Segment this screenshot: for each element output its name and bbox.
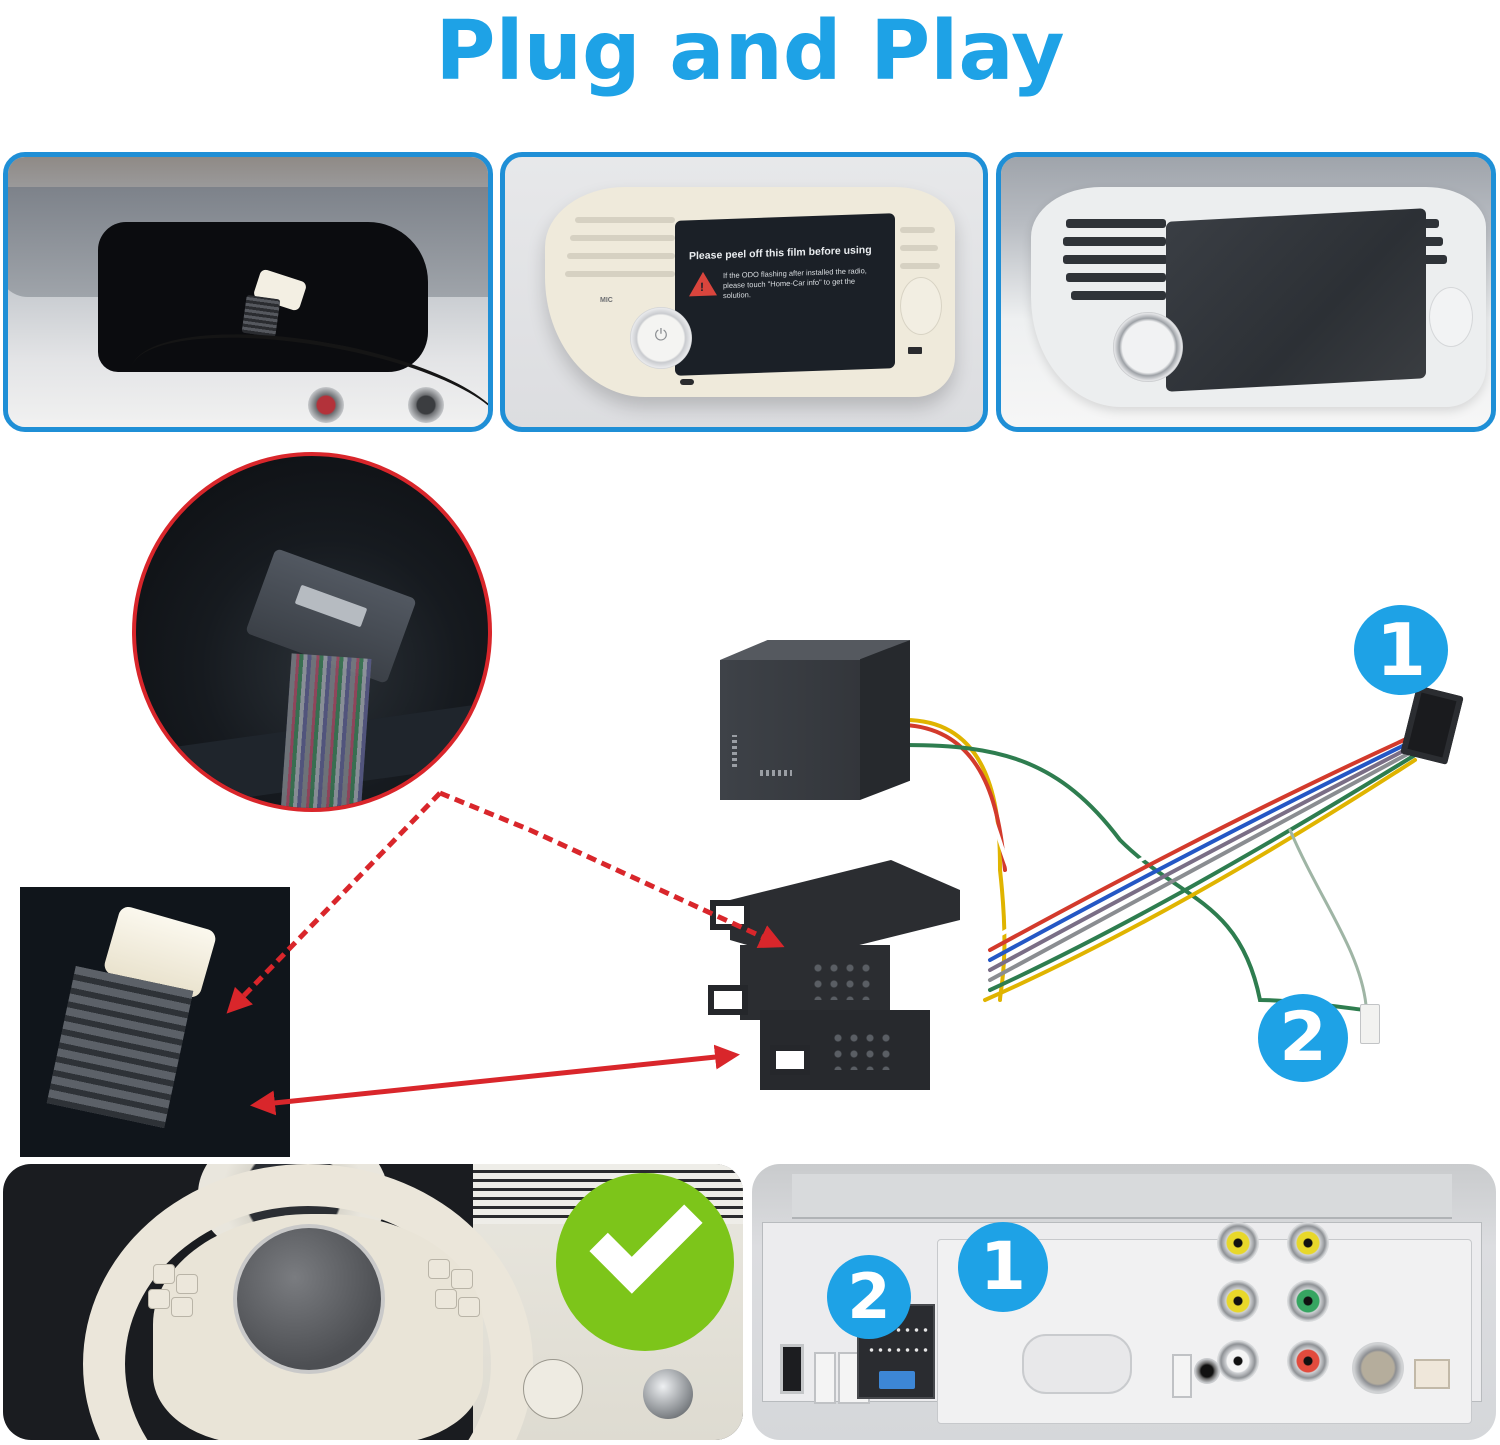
rca-yellow-jack [1287, 1222, 1329, 1264]
canbus-small-plug [1360, 1004, 1380, 1044]
vent-slat [567, 253, 675, 259]
photo-dash-empty-slot [3, 152, 493, 432]
usb-port [780, 1344, 804, 1394]
steering-button [428, 1259, 450, 1279]
head-unit-screen: Please peel off this film before using I… [675, 213, 895, 376]
box-vent-dots [760, 770, 792, 776]
iso-pins [830, 1030, 890, 1070]
box-top [720, 640, 910, 660]
rca-green-jack [1287, 1280, 1329, 1322]
airbag-cover [233, 1224, 385, 1374]
badge-number-1: 1 [1354, 605, 1448, 695]
blank-cover-plate [1022, 1334, 1132, 1394]
warning-triangle-icon [689, 271, 717, 297]
connector-closeup-box [20, 887, 290, 1157]
power-icon: ⏻ [654, 327, 668, 344]
mic-jack [1194, 1358, 1220, 1384]
box-front [720, 660, 860, 800]
check-icon [589, 1180, 703, 1294]
steering-button [176, 1274, 198, 1294]
vent-slat [575, 217, 675, 223]
usb-c-port [680, 379, 694, 385]
screen-film-notice: Please peel off this film before using [689, 243, 872, 263]
rca-yellow-jack [1217, 1222, 1259, 1264]
control-dpad [900, 277, 942, 335]
gear-shifter [643, 1369, 693, 1419]
vent-slat [1066, 273, 1166, 282]
iso-connector [700, 860, 1000, 1090]
aux-port [1172, 1354, 1192, 1398]
photo-head-unit-rear [752, 1164, 1496, 1440]
head-unit-plug-16pin [1400, 685, 1464, 765]
canbus-decoder-box [720, 640, 910, 800]
control-dpad [1429, 287, 1473, 347]
rca-white-jack [1217, 1340, 1259, 1382]
iso-pins [810, 960, 870, 1000]
steering-button [171, 1297, 193, 1317]
canbus-port-small [814, 1352, 836, 1404]
installed-screen [1166, 208, 1426, 392]
iso-latch [708, 985, 748, 1015]
factory-connector-body [241, 294, 281, 338]
box-side [860, 640, 910, 800]
box-vent-dots [732, 735, 737, 767]
fuse [879, 1371, 915, 1389]
badge-number-2: 2 [1258, 994, 1348, 1082]
antenna-port [1352, 1342, 1404, 1394]
steering-button [435, 1289, 457, 1309]
chassis-top [792, 1174, 1452, 1219]
vent-slat [565, 271, 675, 277]
mic-label: MIC [600, 297, 613, 304]
vent-slat [1411, 237, 1443, 246]
volume-knob [630, 307, 692, 369]
grey-connector-body [46, 966, 194, 1128]
steering-button [451, 1269, 473, 1289]
vent-slat [1066, 219, 1166, 228]
vent-slat [900, 263, 940, 269]
vent-slat [900, 245, 938, 251]
vent-slat [1063, 237, 1166, 246]
climate-control-dial [523, 1359, 583, 1419]
screen-warning: If the ODO flashing after installed the … [689, 266, 881, 303]
vent-slat [1071, 291, 1166, 300]
screen-warning-text: If the ODO flashing after installed the … [723, 266, 867, 301]
check-badge [556, 1173, 734, 1351]
photo-installed-head-unit [996, 152, 1496, 432]
vent-slat [570, 235, 675, 241]
badge-number-2: 2 [827, 1255, 911, 1339]
connector-closeup-circle [132, 452, 492, 812]
vent-slat [900, 227, 935, 233]
iso-latch [770, 1045, 810, 1075]
usb-port [908, 347, 922, 354]
steering-button [148, 1289, 170, 1309]
connector-wires [280, 653, 372, 808]
iso-latch [710, 900, 750, 930]
vent-slat [1063, 255, 1168, 264]
page-title: Plug and Play [435, 4, 1065, 99]
steering-button [458, 1297, 480, 1317]
steering-button [153, 1264, 175, 1284]
dash-knob-red [308, 387, 344, 423]
camera-port [1414, 1359, 1450, 1389]
badge-number-1: 1 [958, 1222, 1048, 1312]
volume-knob [1113, 312, 1183, 382]
rca-red-jack [1287, 1340, 1329, 1382]
vent-slat [1413, 255, 1447, 264]
dash-knob [408, 387, 444, 423]
rca-yellow-jack [1217, 1280, 1259, 1322]
photo-head-unit-product: Please peel off this film before using I… [500, 152, 988, 432]
